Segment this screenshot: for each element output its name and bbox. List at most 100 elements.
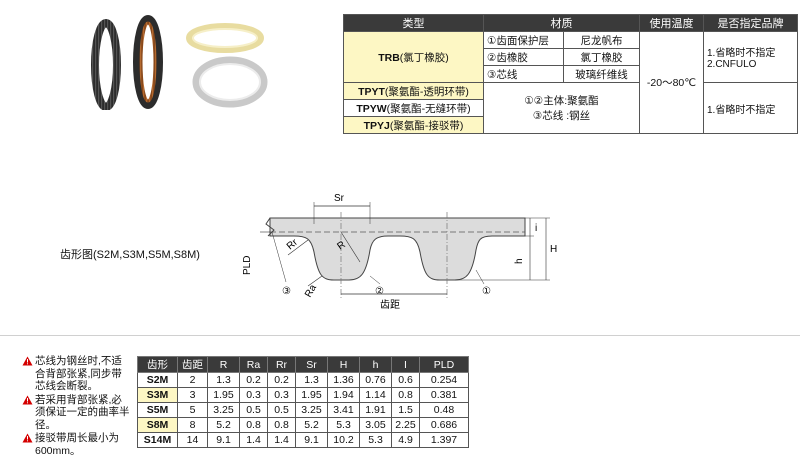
tooth-type-cell: S8M: [137, 417, 178, 433]
table-cell: 1.5: [391, 402, 420, 418]
radius-rr-line: [287, 239, 309, 256]
header-temperature: 使用温度: [639, 14, 704, 32]
header-rr: Rr: [267, 356, 296, 373]
tpy-material: ①②主体:聚氨酯 ③芯线 :钢丝: [483, 82, 640, 134]
table-cell: 0.686: [419, 417, 469, 433]
note-item: 芯线为钢丝时,不适合背部张紧,同步带芯线会断裂。: [22, 355, 132, 393]
table-cell: 3.05: [359, 417, 392, 433]
table-cell: 1.95: [295, 387, 328, 403]
table-cell: 1.4: [239, 432, 268, 448]
header-pitch: 齿距: [177, 356, 208, 373]
tooth-type-cell: S5M: [137, 402, 178, 418]
label-ra: Ra: [303, 283, 319, 300]
dimension-header-row: 齿形 齿距 R Ra Rr Sr H h I PLD: [137, 356, 469, 373]
table-cell: 5.3: [359, 432, 392, 448]
radius-r-line: [340, 231, 361, 263]
table-cell: 2.25: [391, 417, 420, 433]
header-ra: Ra: [239, 356, 268, 373]
label-sr: Sr: [334, 193, 345, 204]
cream-belt-photo: [186, 23, 264, 53]
black-belt-photo: [91, 19, 121, 110]
material-value-1: 尼龙帆布: [563, 31, 640, 49]
table-cell: 0.381: [419, 387, 469, 403]
table-cell: 0.48: [419, 402, 469, 418]
table-cell: 0.8: [267, 417, 296, 433]
table-cell: 0.5: [239, 402, 268, 418]
label-H: H: [550, 244, 557, 255]
callout-3-leader: [271, 231, 287, 283]
radius-ra-line: [307, 275, 323, 287]
tooth-type-cell: S14M: [137, 432, 178, 448]
material-part-3: ③芯线: [483, 65, 564, 83]
table-cell: 1.3: [207, 372, 240, 388]
tooth-type-cell: S2M: [137, 372, 178, 388]
table-cell: 5.2: [295, 417, 328, 433]
table-cell: 3.25: [295, 402, 328, 418]
table-cell: 0.6: [391, 372, 420, 388]
table-cell: 9.1: [207, 432, 240, 448]
label-rr: Rr: [285, 237, 301, 253]
table-cell: 2: [177, 372, 208, 388]
table-cell: 10.2: [327, 432, 360, 448]
warning-icon: [22, 432, 35, 444]
table-cell: 5: [177, 402, 208, 418]
label-pld: PLD: [242, 256, 253, 275]
temperature-range: -20～80℃: [639, 31, 704, 134]
label-i: i: [535, 223, 537, 234]
break-line: [265, 217, 275, 237]
header-brand: 是否指定品牌: [703, 14, 798, 32]
table-cell: 1.4: [267, 432, 296, 448]
table-cell: 0.2: [267, 372, 296, 388]
table-cell: 9.1: [295, 432, 328, 448]
brown-belt-photo: [133, 15, 163, 109]
white-belt-photo: [192, 56, 268, 108]
table-cell: 0.5: [267, 402, 296, 418]
header-tooth-type: 齿形: [137, 356, 178, 373]
note-item: 接驳带周长最小为600mm。: [22, 432, 132, 457]
section-divider: [0, 335, 800, 336]
table-cell: 1.397: [419, 432, 469, 448]
header-i: I: [391, 356, 420, 373]
table-cell: 0.76: [359, 372, 392, 388]
tooth-profile-diagram: Sr 齿距 R Rr Ra PLD i h H ③ ② ①: [242, 193, 557, 311]
belt-profile: [269, 217, 526, 281]
header-material: 材质: [483, 14, 640, 32]
table-cell: 8: [177, 417, 208, 433]
diagram-caption: 齿形图(S2M,S3M,S5M,S8M): [60, 249, 200, 261]
table-cell: 1.94: [327, 387, 360, 403]
note-item: 若采用背部张紧,必须保证一定的曲率半径。: [22, 394, 132, 432]
brand-trb: 1.省略时不指定 2.CNFULO: [703, 31, 798, 83]
table-cell: 3: [177, 387, 208, 403]
table-cell: 14: [177, 432, 208, 448]
callout-3: ③: [282, 286, 291, 297]
header-pld: PLD: [419, 356, 469, 373]
table-cell: 0.254: [419, 372, 469, 388]
type-tpyt: TPYT(聚氨酯-透明环带): [343, 82, 484, 100]
table-cell: 1.36: [327, 372, 360, 388]
table-cell: 4.9: [391, 432, 420, 448]
product-photos: [91, 15, 268, 110]
label-pitch: 齿距: [380, 299, 400, 311]
type-trb: TRB(氯丁橡胶): [343, 31, 484, 83]
warning-icon: [22, 355, 35, 367]
table-cell: 5.3: [327, 417, 360, 433]
callout-1-leader: [475, 269, 485, 285]
type-tpyw: TPYW(聚氨酯-无缝环带): [343, 99, 484, 117]
header-H: H: [327, 356, 360, 373]
table-cell: 0.2: [239, 372, 268, 388]
table-cell: 0.3: [267, 387, 296, 403]
callout-1: ①: [482, 286, 491, 297]
table-cell: 1.91: [359, 402, 392, 418]
table-cell: 0.8: [239, 417, 268, 433]
material-value-3: 玻璃纤维线: [563, 65, 640, 83]
header-r: R: [207, 356, 240, 373]
brand-tpy: 1.省略时不指定: [703, 82, 798, 134]
type-tpyj: TPYJ(聚氨酯-接驳带): [343, 116, 484, 134]
tooth-type-cell: S3M: [137, 387, 178, 403]
material-part-2: ②齿橡胶: [483, 48, 564, 66]
